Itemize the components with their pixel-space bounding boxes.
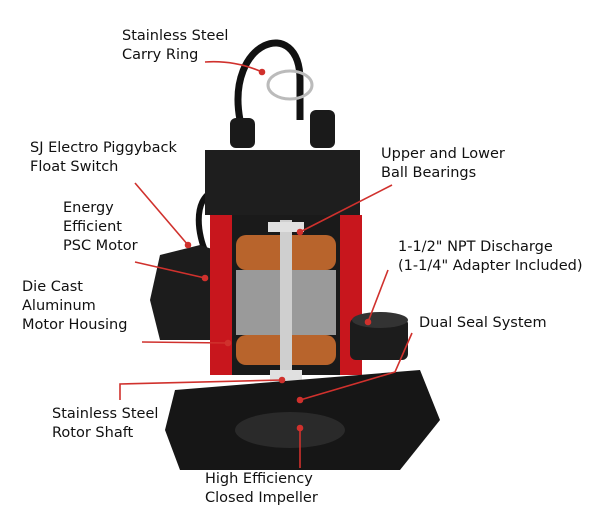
motor-housing-left [210, 215, 232, 375]
label-line: Aluminum [22, 298, 96, 314]
label-impeller: High Efficiency Closed Impeller [205, 470, 318, 508]
label-motor-housing: Die Cast Aluminum Motor Housing [22, 278, 127, 335]
label-line: Dual Seal System [419, 315, 547, 331]
label-carry-ring: Stainless Steel Carry Ring [122, 27, 228, 65]
float-switch [150, 245, 215, 340]
power-cable [234, 39, 304, 121]
label-line: Float Switch [30, 159, 119, 175]
label-dual-seal: Dual Seal System [419, 314, 547, 333]
label-line: PSC Motor [63, 238, 138, 254]
label-line: Ball Bearings [381, 165, 477, 181]
carry-ring [266, 69, 314, 101]
label-line: Die Cast [22, 279, 83, 295]
label-psc-motor: Energy Efficient PSC Motor [63, 199, 138, 256]
label-rotor-shaft: Stainless Steel Rotor Shaft [52, 405, 158, 443]
label-line: Carry Ring [122, 47, 199, 63]
label-line: Rotor Shaft [52, 425, 134, 441]
label-line: SJ Electro Piggyback [30, 140, 177, 156]
discharge-port [350, 318, 408, 360]
label-discharge: 1-1/2" NPT Discharge (1-1/4" Adapter Inc… [398, 238, 583, 276]
impeller [235, 412, 345, 448]
label-line: Stainless Steel [52, 406, 159, 422]
label-line: Motor Housing [22, 317, 128, 333]
label-line: Efficient [63, 219, 122, 235]
label-line: Closed Impeller [205, 490, 318, 506]
label-float-switch: SJ Electro Piggyback Float Switch [30, 139, 177, 177]
label-line: (1-1/4" Adapter Included) [398, 258, 583, 274]
label-line: 1-1/2" NPT Discharge [398, 239, 553, 255]
leader-lines [119, 60, 413, 468]
motor-cap [205, 150, 360, 215]
label-line: High Efficiency [205, 471, 313, 487]
rotor-shaft [280, 220, 292, 405]
label-line: Energy [63, 200, 114, 216]
label-ball-bearings: Upper and Lower Ball Bearings [381, 145, 505, 183]
label-line: Upper and Lower [381, 146, 505, 162]
label-line: Stainless Steel [122, 28, 229, 44]
